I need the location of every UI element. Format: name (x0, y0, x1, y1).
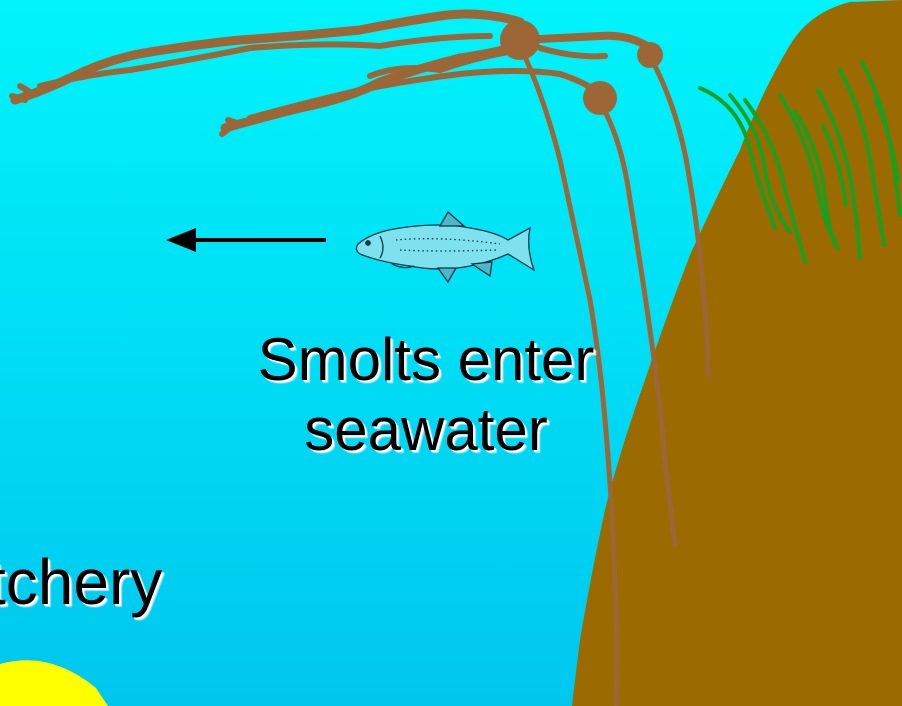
smolts-caption-line1: Smolts enter (206, 325, 646, 395)
hatchery-caption-partial: tchery (0, 545, 162, 619)
smolts-caption: Smolts enter seawater (206, 325, 646, 465)
smolts-caption-line2: seawater (206, 395, 646, 465)
